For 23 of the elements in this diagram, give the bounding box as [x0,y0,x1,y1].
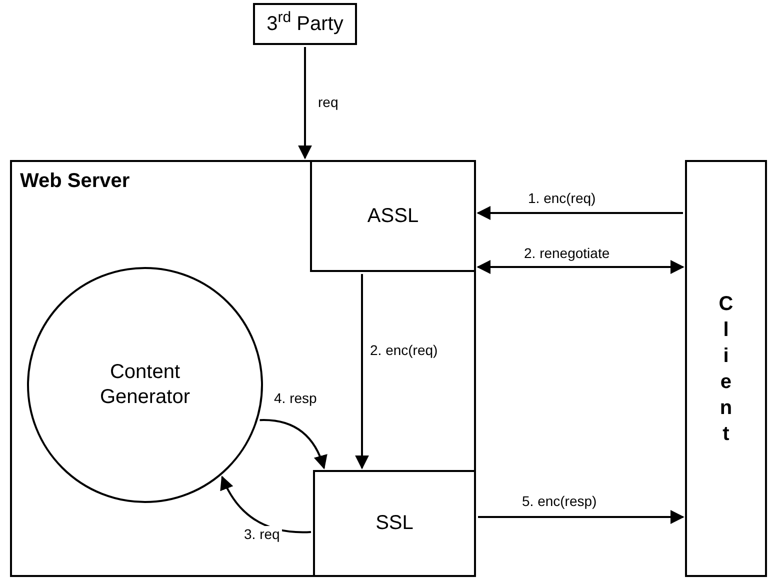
arrow [355,274,369,470]
process-box [253,3,357,45]
process-box [310,160,476,272]
arrow [298,47,312,160]
edge-label: 3. req [242,526,282,544]
edge-label: 4. resp [272,390,319,408]
edge-label: 2. renegotiate [522,245,612,262]
process-box [313,470,476,577]
edge-label: 5. enc(resp) [520,493,599,510]
node-label: 3$^{rd}$ Party [266,12,344,36]
arrow [478,510,684,524]
arrow [476,260,684,274]
edge-label: 1. enc(req) [526,190,598,208]
arrow [220,476,312,534]
edge-label: 2. enc(req) [368,342,440,360]
node-label: Client [718,292,734,446]
group-title: Web Server [20,169,130,194]
node-label: Content Generator [98,360,192,410]
arrow [476,206,683,220]
process-box [685,160,767,577]
node-label: SSL [376,511,414,536]
arrow [260,419,327,470]
node-label: ASSL [367,204,419,228]
